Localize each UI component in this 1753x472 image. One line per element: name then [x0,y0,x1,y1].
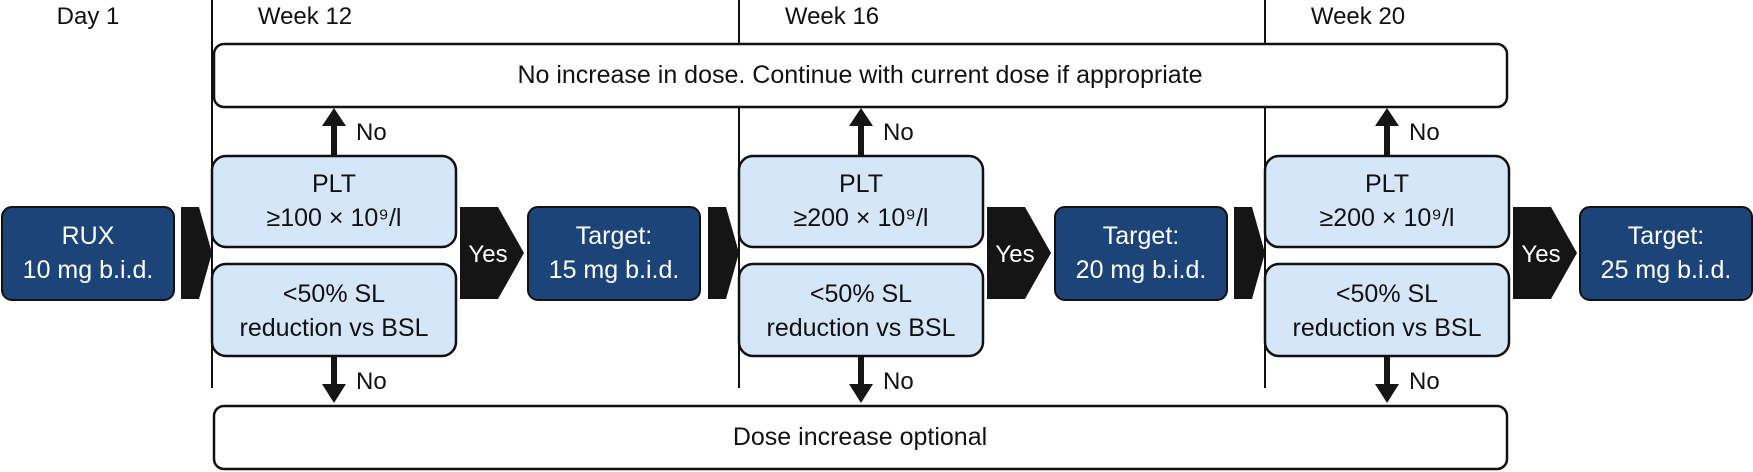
plt-condition-line2-3: ≥200 × 10⁹/l [1320,204,1455,232]
sl-condition-line1-3: <50% SL [1336,280,1438,308]
no-down-arrow-head-2 [849,384,873,403]
week-16-label: Week 16 [785,3,879,30]
day-1-label: Day 1 [57,3,120,30]
no-up-arrow-head-2 [849,108,873,126]
yes-chevron-3 [1513,207,1577,299]
plt-condition-line1-2: PLT [839,170,883,198]
target-line2-2: 20 mg b.i.d. [1076,256,1207,284]
no-down-arrow-head-1 [322,384,346,403]
target-box-3 [1579,206,1753,301]
top-banner-box [212,42,1509,109]
no-down-arrow-head-3 [1375,384,1399,403]
sl-condition-line2-3: reduction vs BSL [1293,314,1482,342]
bottom-banner-text: Dose increase optional [733,423,987,451]
plt-condition-line1-1: PLT [312,170,356,198]
target-line2-1: 15 mg b.i.d. [549,256,680,284]
plt-condition-line2-2: ≥200 × 10⁹/l [794,204,929,232]
plt-condition-line2-1: ≥100 × 10⁹/l [267,204,402,232]
target-box-2 [1054,206,1228,301]
no-up-label-2: No [883,119,914,146]
start-box-line1: RUX [62,222,115,250]
sl-condition-line2-2: reduction vs BSL [767,314,956,342]
plt-condition-box-2 [737,154,985,249]
start-box [1,206,175,301]
yes-label-3: Yes [1521,241,1560,268]
sl-condition-box-1 [210,262,458,358]
no-up-arrow-head-1 [322,108,346,126]
yes-chevron-1 [460,207,524,299]
no-down-label-3: No [1409,368,1440,395]
target-line1-3: Target: [1628,222,1704,250]
start-box-line2: 10 mg b.i.d. [23,256,154,284]
pre-stage-chevron-1 [181,207,212,299]
no-up-label-3: No [1409,119,1440,146]
bottom-banner-box [212,404,1509,471]
no-up-arrow-head-3 [1375,108,1399,126]
no-up-label-1: No [356,119,387,146]
yes-chevron-2 [987,207,1051,299]
sl-condition-box-2 [737,262,985,358]
sl-condition-line1-2: <50% SL [810,280,912,308]
plt-condition-box-3 [1263,154,1511,249]
pre-stage-chevron-2 [708,207,739,299]
target-line1-2: Target: [1103,222,1179,250]
week-20-label: Week 20 [1311,3,1405,30]
sl-condition-line1-1: <50% SL [283,280,385,308]
target-line1-1: Target: [576,222,652,250]
pre-stage-chevron-3 [1234,207,1265,299]
yes-label-1: Yes [468,241,507,268]
plt-condition-line1-3: PLT [1365,170,1409,198]
sl-condition-box-3 [1263,262,1511,358]
target-line2-3: 25 mg b.i.d. [1601,256,1732,284]
no-down-label-2: No [883,368,914,395]
yes-label-2: Yes [995,241,1034,268]
sl-condition-line2-1: reduction vs BSL [240,314,429,342]
week-12-label: Week 12 [258,3,352,30]
target-box-1 [527,206,701,301]
plt-condition-box-1 [210,154,458,249]
top-banner-text: No increase in dose. Continue with curre… [517,61,1202,89]
no-down-label-1: No [356,368,387,395]
